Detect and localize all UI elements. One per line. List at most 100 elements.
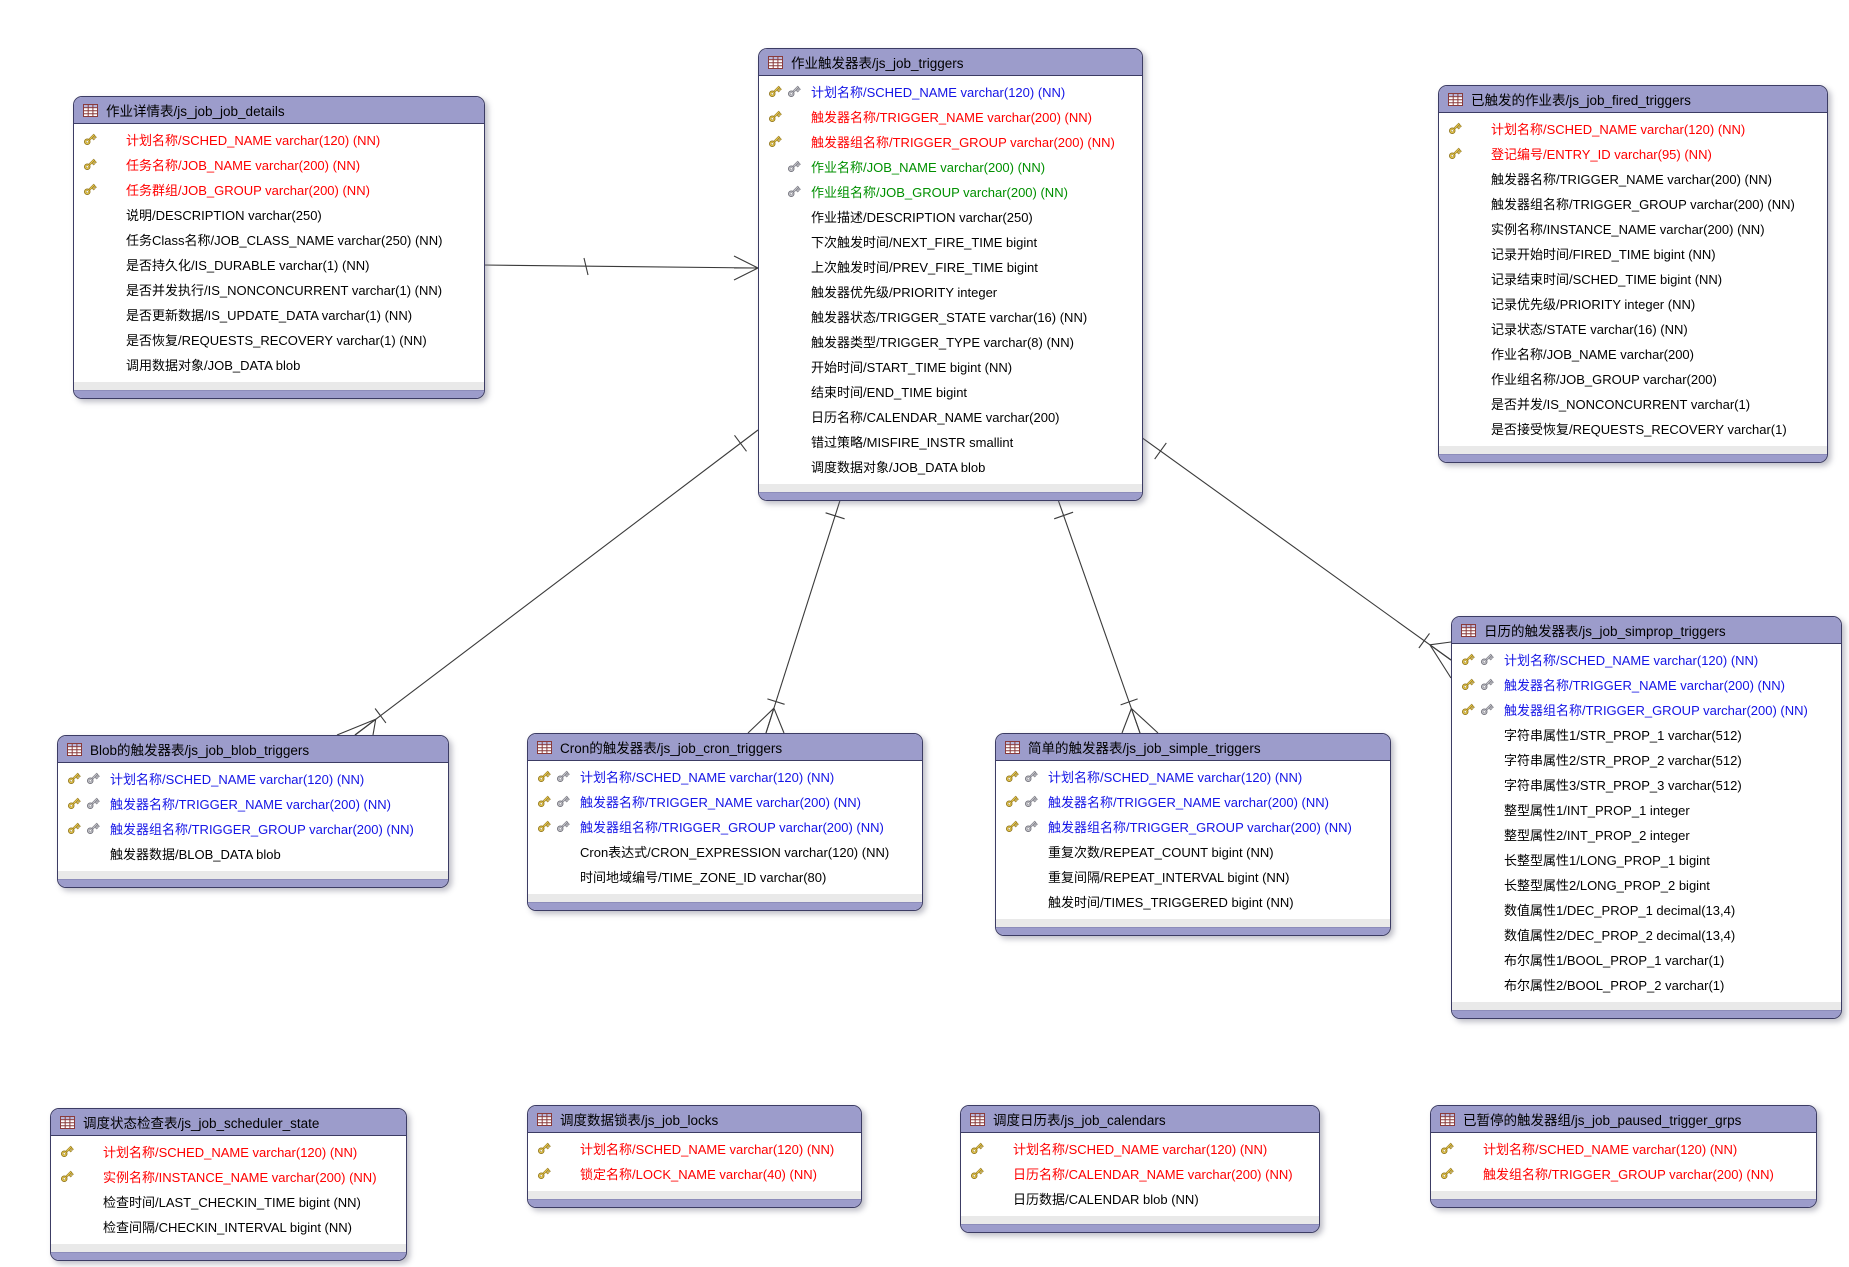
field-row[interactable]: 触发器类型/TRIGGER_TYPE varchar(8) (NN) [759, 329, 1142, 354]
field-row[interactable]: 下次触发时间/NEXT_FIRE_TIME bigint [759, 229, 1142, 254]
field-row[interactable]: 计划名称/SCHED_NAME varchar(120) (NN) [58, 766, 448, 791]
field-row[interactable]: 触发器名称/TRIGGER_NAME varchar(200) (NN) [759, 104, 1142, 129]
entity-header[interactable]: 作业触发器表/js_job_triggers [759, 49, 1142, 76]
field-row[interactable]: 重复次数/REPEAT_COUNT bigint (NN) [996, 839, 1390, 864]
field-row[interactable]: 触发器状态/TRIGGER_STATE varchar(16) (NN) [759, 304, 1142, 329]
field-row[interactable]: 登记编号/ENTRY_ID varchar(95) (NN) [1439, 141, 1827, 166]
field-row[interactable]: 调用数据对象/JOB_DATA blob [74, 352, 484, 377]
entity-js_job_simprop_triggers[interactable]: 日历的触发器表/js_job_simprop_triggers 计划名称/SCHE… [1451, 616, 1842, 1019]
field-row[interactable]: 记录开始时间/FIRED_TIME bigint (NN) [1439, 241, 1827, 266]
field-row[interactable]: 调度数据对象/JOB_DATA blob [759, 454, 1142, 479]
field-row[interactable]: 计划名称/SCHED_NAME varchar(120) (NN) [961, 1136, 1319, 1161]
field-row[interactable]: 锁定名称/LOCK_NAME varchar(40) (NN) [528, 1161, 861, 1186]
relationship-triggers-to-blob-triggers[interactable] [336, 429, 759, 736]
field-row[interactable]: 触发时间/TIMES_TRIGGERED bigint (NN) [996, 889, 1390, 914]
field-row[interactable]: 是否持久化/IS_DURABLE varchar(1) (NN) [74, 252, 484, 277]
field-row[interactable]: 计划名称/SCHED_NAME varchar(120) (NN) [528, 764, 922, 789]
entity-js_job_calendars[interactable]: 调度日历表/js_job_calendars 计划名称/SCHED_NAME va… [960, 1105, 1320, 1233]
field-row[interactable]: 记录结束时间/SCHED_TIME bigint (NN) [1439, 266, 1827, 291]
field-row[interactable]: 记录状态/STATE varchar(16) (NN) [1439, 316, 1827, 341]
entity-js_job_blob_triggers[interactable]: Blob的触发器表/js_job_blob_triggers 计划名称/SCHED… [57, 735, 449, 888]
field-row[interactable]: 计划名称/SCHED_NAME varchar(120) (NN) [51, 1139, 406, 1164]
field-row[interactable]: 是否恢复/REQUESTS_RECOVERY varchar(1) (NN) [74, 327, 484, 352]
field-row[interactable]: 计划名称/SCHED_NAME varchar(120) (NN) [759, 79, 1142, 104]
field-row[interactable]: 触发器组名称/TRIGGER_GROUP varchar(200) (NN) [1439, 191, 1827, 216]
field-row[interactable]: 实例名称/INSTANCE_NAME varchar(200) (NN) [1439, 216, 1827, 241]
field-row[interactable]: 时间地域编号/TIME_ZONE_ID varchar(80) [528, 864, 922, 889]
field-row[interactable]: 日历名称/CALENDAR_NAME varchar(200) [759, 404, 1142, 429]
field-row[interactable]: 是否接受恢复/REQUESTS_RECOVERY varchar(1) [1439, 416, 1827, 441]
entity-header[interactable]: 调度状态检查表/js_job_scheduler_state [51, 1109, 406, 1136]
entity-header[interactable]: Cron的触发器表/js_job_cron_triggers [528, 734, 922, 761]
entity-js_job_scheduler_state[interactable]: 调度状态检查表/js_job_scheduler_state 计划名称/SCHED… [50, 1108, 407, 1261]
relationship-triggers-to-cron-triggers[interactable] [747, 490, 845, 734]
field-row[interactable]: 日历数据/CALENDAR blob (NN) [961, 1186, 1319, 1211]
field-row[interactable]: 布尔属性1/BOOL_PROP_1 varchar(1) [1452, 947, 1841, 972]
relationship-triggers-to-simprop-triggers[interactable] [1140, 436, 1452, 679]
entity-js_job_fired_triggers[interactable]: 已触发的作业表/js_job_fired_triggers 计划名称/SCHED_… [1438, 85, 1828, 463]
relationship-triggers-to-simple-triggers[interactable] [1054, 490, 1159, 734]
field-row[interactable]: 数值属性2/DEC_PROP_2 decimal(13,4) [1452, 922, 1841, 947]
field-row[interactable]: 触发器名称/TRIGGER_NAME varchar(200) (NN) [996, 789, 1390, 814]
entity-js_job_triggers[interactable]: 作业触发器表/js_job_triggers 计划名称/SCHED_NAME va… [758, 48, 1143, 501]
field-row[interactable]: 计划名称/SCHED_NAME varchar(120) (NN) [1452, 647, 1841, 672]
field-row[interactable]: 触发器组名称/TRIGGER_GROUP varchar(200) (NN) [1452, 697, 1841, 722]
entity-header[interactable]: 调度数据锁表/js_job_locks [528, 1106, 861, 1133]
field-row[interactable]: 错过策略/MISFIRE_INSTR smallint [759, 429, 1142, 454]
field-row[interactable]: 任务Class名称/JOB_CLASS_NAME varchar(250) (N… [74, 227, 484, 252]
field-row[interactable]: 长整型属性2/LONG_PROP_2 bigint [1452, 872, 1841, 897]
field-row[interactable]: 开始时间/START_TIME bigint (NN) [759, 354, 1142, 379]
field-row[interactable]: 作业组名称/JOB_GROUP varchar(200) (NN) [759, 179, 1142, 204]
field-row[interactable]: 重复间隔/REPEAT_INTERVAL bigint (NN) [996, 864, 1390, 889]
field-row[interactable]: 触发器名称/TRIGGER_NAME varchar(200) (NN) [58, 791, 448, 816]
field-row[interactable]: 触发组名称/TRIGGER_GROUP varchar(200) (NN) [1431, 1161, 1816, 1186]
field-row[interactable]: 整型属性1/INT_PROP_1 integer [1452, 797, 1841, 822]
field-row[interactable]: 触发器组名称/TRIGGER_GROUP varchar(200) (NN) [528, 814, 922, 839]
field-row[interactable]: 作业名称/JOB_NAME varchar(200) (NN) [759, 154, 1142, 179]
field-row[interactable]: 触发器组名称/TRIGGER_GROUP varchar(200) (NN) [996, 814, 1390, 839]
field-row[interactable]: 整型属性2/INT_PROP_2 integer [1452, 822, 1841, 847]
entity-header[interactable]: 日历的触发器表/js_job_simprop_triggers [1452, 617, 1841, 644]
field-row[interactable]: 触发器名称/TRIGGER_NAME varchar(200) (NN) [528, 789, 922, 814]
entity-header[interactable]: 简单的触发器表/js_job_simple_triggers [996, 734, 1390, 761]
field-row[interactable]: 作业名称/JOB_NAME varchar(200) [1439, 341, 1827, 366]
field-row[interactable]: 作业描述/DESCRIPTION varchar(250) [759, 204, 1142, 229]
field-row[interactable]: 结束时间/END_TIME bigint [759, 379, 1142, 404]
field-row[interactable]: 日历名称/CALENDAR_NAME varchar(200) (NN) [961, 1161, 1319, 1186]
field-row[interactable]: 任务名称/JOB_NAME varchar(200) (NN) [74, 152, 484, 177]
entity-js_job_cron_triggers[interactable]: Cron的触发器表/js_job_cron_triggers 计划名称/SCHED… [527, 733, 923, 911]
field-row[interactable]: 字符串属性3/STR_PROP_3 varchar(512) [1452, 772, 1841, 797]
field-row[interactable]: 实例名称/INSTANCE_NAME varchar(200) (NN) [51, 1164, 406, 1189]
field-row[interactable]: 触发器名称/TRIGGER_NAME varchar(200) (NN) [1439, 166, 1827, 191]
field-row[interactable]: 计划名称/SCHED_NAME varchar(120) (NN) [1439, 116, 1827, 141]
field-row[interactable]: 长整型属性1/LONG_PROP_1 bigint [1452, 847, 1841, 872]
field-row[interactable]: 计划名称/SCHED_NAME varchar(120) (NN) [74, 127, 484, 152]
entity-js_job_simple_triggers[interactable]: 简单的触发器表/js_job_simple_triggers 计划名称/SCHED… [995, 733, 1391, 936]
field-row[interactable]: 计划名称/SCHED_NAME varchar(120) (NN) [528, 1136, 861, 1161]
field-row[interactable]: 触发器数据/BLOB_DATA blob [58, 841, 448, 866]
field-row[interactable]: 上次触发时间/PREV_FIRE_TIME bigint [759, 254, 1142, 279]
field-row[interactable]: 作业组名称/JOB_GROUP varchar(200) [1439, 366, 1827, 391]
field-row[interactable]: 任务群组/JOB_GROUP varchar(200) (NN) [74, 177, 484, 202]
field-row[interactable]: 检查间隔/CHECKIN_INTERVAL bigint (NN) [51, 1214, 406, 1239]
field-row[interactable]: 布尔属性2/BOOL_PROP_2 varchar(1) [1452, 972, 1841, 997]
field-row[interactable]: 触发器组名称/TRIGGER_GROUP varchar(200) (NN) [58, 816, 448, 841]
field-row[interactable]: 是否并发/IS_NONCONCURRENT varchar(1) [1439, 391, 1827, 416]
entity-header[interactable]: 已暂停的触发器组/js_job_paused_trigger_grps [1431, 1106, 1816, 1133]
entity-header[interactable]: 已触发的作业表/js_job_fired_triggers [1439, 86, 1827, 113]
field-row[interactable]: 是否并发执行/IS_NONCONCURRENT varchar(1) (NN) [74, 277, 484, 302]
field-row[interactable]: 字符串属性2/STR_PROP_2 varchar(512) [1452, 747, 1841, 772]
field-row[interactable]: Cron表达式/CRON_EXPRESSION varchar(120) (NN… [528, 839, 922, 864]
field-row[interactable]: 检查时间/LAST_CHECKIN_TIME bigint (NN) [51, 1189, 406, 1214]
field-row[interactable]: 记录优先级/PRIORITY integer (NN) [1439, 291, 1827, 316]
field-row[interactable]: 数值属性1/DEC_PROP_1 decimal(13,4) [1452, 897, 1841, 922]
field-row[interactable]: 触发器组名称/TRIGGER_GROUP varchar(200) (NN) [759, 129, 1142, 154]
field-row[interactable]: 触发器名称/TRIGGER_NAME varchar(200) (NN) [1452, 672, 1841, 697]
entity-header[interactable]: 调度日历表/js_job_calendars [961, 1106, 1319, 1133]
field-row[interactable]: 触发器优先级/PRIORITY integer [759, 279, 1142, 304]
entity-header[interactable]: Blob的触发器表/js_job_blob_triggers [58, 736, 448, 763]
field-row[interactable]: 计划名称/SCHED_NAME varchar(120) (NN) [996, 764, 1390, 789]
field-row[interactable]: 字符串属性1/STR_PROP_1 varchar(512) [1452, 722, 1841, 747]
relationship-job-details-to-triggers[interactable] [482, 255, 759, 281]
